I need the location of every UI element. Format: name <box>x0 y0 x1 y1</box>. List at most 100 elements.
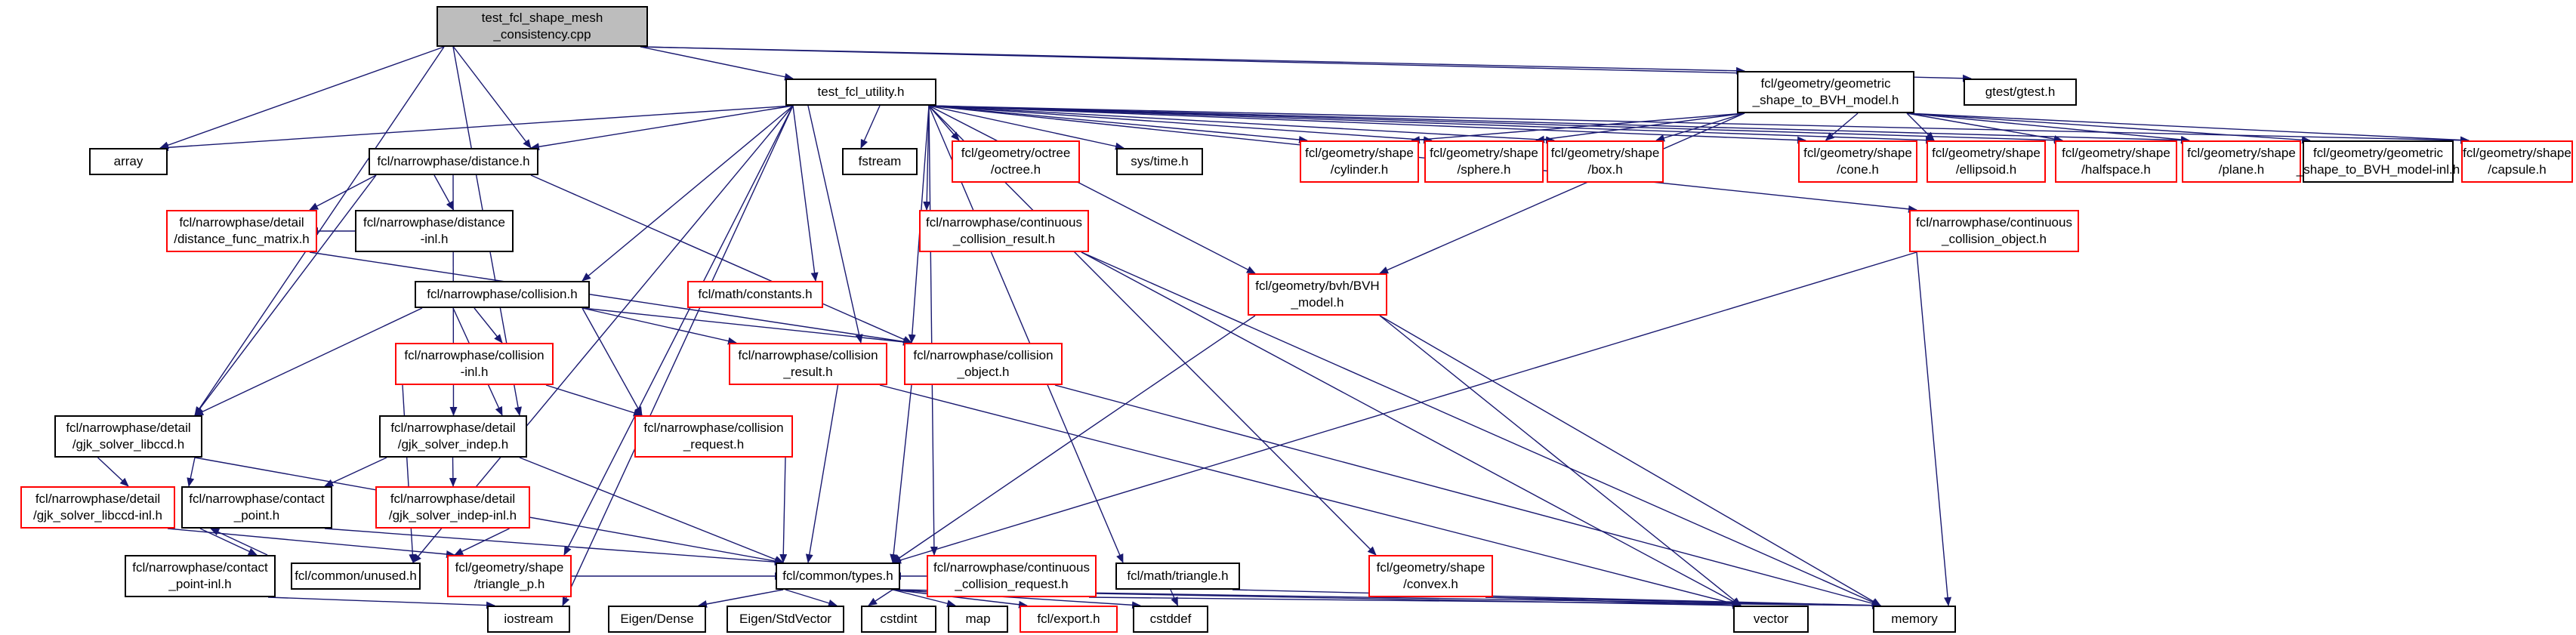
graph-node-label: fcl/narrowphase/detail <box>35 491 161 506</box>
graph-node-label: fcl/narrowphase/continuous <box>933 559 1090 575</box>
graph-node-distance_inl[interactable]: fcl/narrowphase/distance-inl.h <box>355 210 514 252</box>
graph-node-cylinder[interactable]: fcl/geometry/shape/cylinder.h <box>1300 140 1419 183</box>
graph-node-label: /sphere.h <box>1457 162 1511 177</box>
graph-edge-utility-capsule <box>928 105 2470 144</box>
graph-node-label: fcl/geometry/shape <box>1305 145 1414 160</box>
graph-edge-utility-triangle_p <box>563 105 794 556</box>
graph-edge-cont_coll_object-types <box>892 251 1917 564</box>
graph-node-label: fstream <box>858 153 902 168</box>
graph-node-collision_object[interactable]: fcl/narrowphase/collision_object.h <box>904 343 1063 385</box>
graph-node-label: fcl/narrowphase/detail <box>390 420 516 435</box>
graph-node-collision_inl[interactable]: fcl/narrowphase/collision -inl.h <box>395 343 554 385</box>
graph-node-label: fcl/narrowphase/collision <box>404 347 545 362</box>
graph-edge-utility-cont_coll_request <box>928 105 938 556</box>
graph-node-contact_point[interactable]: fcl/narrowphase/contact _point.h <box>181 486 332 529</box>
graph-node-label: /distance_func_matrix.h <box>174 232 310 246</box>
graph-node-constants[interactable]: fcl/math/constants.h <box>687 281 823 308</box>
graph-node-utility[interactable]: test_fcl_utility.h <box>785 79 936 106</box>
graph-edge-cont_coll_result-memory <box>1081 251 1881 606</box>
graph-node-label: /gjk_solver_indep.h <box>397 437 509 452</box>
graph-edge-utility-iostream <box>562 105 794 606</box>
graph-node-cont_coll_result[interactable]: fcl/narrowphase/continuous_collision_res… <box>919 210 1089 252</box>
graph-node-geom2bvh[interactable]: fcl/geometry/geometric_shape_to_BVH_mode… <box>1737 71 1914 113</box>
graph-node-cone[interactable]: fcl/geometry/shape/cone.h <box>1798 140 1917 183</box>
graph-node-gtest: gtest/gtest.h <box>1964 79 2077 106</box>
graph-node-label: cstdint <box>880 611 918 626</box>
graph-node-box[interactable]: fcl/geometry/shape/box.h <box>1547 140 1664 183</box>
graph-node-triangle_p[interactable]: fcl/geometry/shape/triangle_p.h <box>447 555 572 597</box>
graph-node-label: _point.h <box>233 508 280 522</box>
graph-node-distance_h[interactable]: fcl/narrowphase/distance.h <box>369 148 538 175</box>
graph-node-contact_point_inl[interactable]: fcl/narrowphase/contact_point-inl.h <box>125 555 276 597</box>
graph-node-halfspace[interactable]: fcl/geometry/shape/halfspace.h <box>2055 140 2177 183</box>
graph-node-geom2bvh_inl[interactable]: fcl/geometry/geometric_shape_to_BVH_mode… <box>2297 140 2460 183</box>
graph-node-label: cstddef <box>1149 611 1192 626</box>
graph-edge-geom2bvh-geom2bvh_inl <box>1906 113 2311 144</box>
graph-node-label: fcl/geometry/shape <box>1932 145 2041 160</box>
graph-node-label: fcl/export.h <box>1037 611 1100 626</box>
graph-edge-bvh_model-memory <box>1379 315 1881 606</box>
graph-edge-types-map <box>892 589 956 608</box>
graph-node-label: _request.h <box>683 437 745 452</box>
graph-node-array: array <box>89 148 168 175</box>
graph-node-gjk_indep_inl[interactable]: fcl/narrowphase/detail/gjk_solver_indep-… <box>375 486 530 529</box>
graph-node-cont_coll_object[interactable]: fcl/narrowphase/continuous_collision_obj… <box>1909 210 2079 252</box>
graph-edge-types-export_h <box>892 589 1028 609</box>
graph-node-gjk_libccd[interactable]: fcl/narrowphase/detail/gjk_solver_libccd… <box>54 415 202 458</box>
graph-edge-collision_inl-collision_request <box>545 384 643 417</box>
graph-node-collision_h[interactable]: fcl/narrowphase/collision.h <box>415 281 590 308</box>
graph-node-label: _shape_to_BVH_model-inl.h <box>2296 162 2460 177</box>
graph-node-plane[interactable]: fcl/geometry/shape/plane.h <box>2182 140 2301 183</box>
graph-node-label: /octree.h <box>990 162 1041 177</box>
graph-node-gjk_indep[interactable]: fcl/narrowphase/detail/gjk_solver_indep.… <box>379 415 527 458</box>
graph-edge-collision_h-collision_inl <box>474 307 503 344</box>
graph-node-export_h[interactable]: fcl/export.h <box>1020 606 1118 633</box>
graph-node-gjk_libccd_inl[interactable]: fcl/narrowphase/detail/gjk_solver_libccd… <box>20 486 175 529</box>
graph-node-label: _collision_result.h <box>952 232 1056 246</box>
graph-edge-collision_result-vector <box>879 384 1741 608</box>
graph-node-label: fcl/geometry/shape <box>2463 145 2571 160</box>
graph-node-ellipsoid[interactable]: fcl/geometry/shape/ellipsoid.h <box>1927 140 2046 183</box>
graph-node-sphere[interactable]: fcl/geometry/shape/sphere.h <box>1424 140 1544 183</box>
graph-node-memory: memory <box>1873 606 1956 633</box>
graph-node-label: fcl/geometry/shape <box>2187 145 2296 160</box>
graph-node-label: Eigen/StdVector <box>739 611 831 626</box>
graph-node-label: fcl/narrowphase/collision.h <box>427 286 578 301</box>
graph-node-label: Eigen/Dense <box>620 611 694 626</box>
graph-edge-root-distance_h <box>452 46 532 149</box>
graph-edge-distance_h-gjk_libccd <box>194 174 377 416</box>
graph-node-bvh_model[interactable]: fcl/geometry/bvh/BVH _model.h <box>1248 273 1387 316</box>
graph-node-types[interactable]: fcl/common/types.h <box>776 563 900 590</box>
graph-edge-utility-constants <box>792 105 819 282</box>
graph-node-capsule[interactable]: fcl/geometry/shape/capsule.h <box>2461 140 2573 183</box>
graph-node-label: fcl/narrowphase/continuous <box>1916 214 2072 230</box>
graph-node-label: fcl/common/unused.h <box>295 568 417 583</box>
graph-node-octree[interactable]: fcl/geometry/octree/octree.h <box>952 140 1080 183</box>
graph-node-label: /convex.h <box>1403 577 1458 591</box>
graph-node-convex[interactable]: fcl/geometry/shape/convex.h <box>1368 555 1493 597</box>
graph-node-label: _collision_request.h <box>955 577 1069 591</box>
graph-node-unused[interactable]: fcl/common/unused.h <box>291 563 421 590</box>
graph-node-label: fcl/narrowphase/detail <box>66 420 191 435</box>
graph-node-label: gtest/gtest.h <box>1985 84 2056 99</box>
graph-node-math_triangle[interactable]: fcl/math/triangle.h <box>1115 563 1240 590</box>
graph-node-label: fcl/narrowphase/detail <box>179 214 304 230</box>
graph-node-label: /gjk_solver_indep-inl.h <box>388 508 517 522</box>
graph-node-label: fcl/geometry/bvh/BVH <box>1255 278 1380 293</box>
graph-node-cont_coll_request[interactable]: fcl/narrowphase/continuous _collision_req… <box>927 555 1097 597</box>
graph-node-eigen_stdvector: Eigen/StdVector <box>727 606 844 633</box>
graph-node-label: -inl.h <box>460 365 489 379</box>
graph-node-label: /plane.h <box>2218 162 2265 177</box>
graph-node-dist_func_matrix[interactable]: fcl/narrowphase/detail/distance_func_mat… <box>166 210 317 252</box>
graph-node-collision_request[interactable]: fcl/narrowphase/collision_request.h <box>634 415 793 458</box>
graph-node-label: fcl/math/triangle.h <box>1127 568 1229 583</box>
graph-node-map: map <box>948 606 1008 633</box>
graph-edge-utility-sphere <box>928 105 1433 144</box>
graph-node-label: _model.h <box>1291 295 1344 310</box>
graph-node-label: fcl/narrowphase/collision <box>738 347 878 362</box>
graph-node-collision_result[interactable]: fcl/narrowphase/collision_result.h <box>729 343 887 385</box>
graph-node-label: fcl/narrowphase/contact <box>189 491 325 506</box>
graph-node-label: fcl/narrowphase/collision <box>913 347 1054 362</box>
graph-node-label: _consistency.cpp <box>493 27 591 42</box>
